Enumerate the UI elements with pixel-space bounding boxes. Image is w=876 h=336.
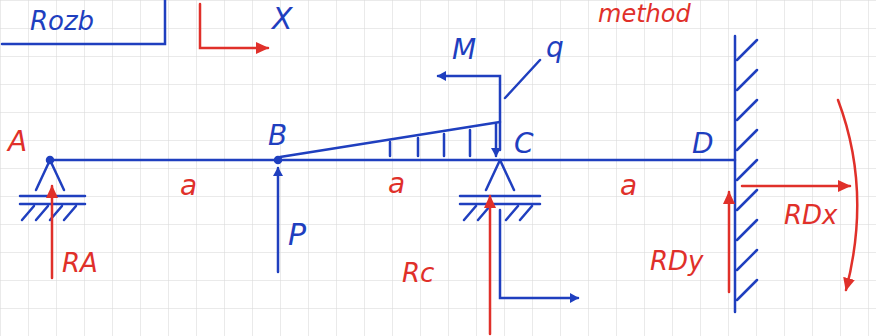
- axis-label: X: [272, 4, 293, 34]
- note-text: method: [598, 2, 691, 26]
- moment-label: M: [452, 36, 476, 64]
- point-label: B: [268, 122, 287, 150]
- title-text: Rozb: [30, 8, 94, 34]
- reaction-label: RDy: [650, 248, 703, 274]
- reaction-label: RDx: [784, 202, 837, 228]
- point-label: A: [8, 128, 27, 156]
- length-label: a: [180, 172, 197, 200]
- force-label: P: [288, 220, 306, 250]
- point-label: D: [692, 130, 714, 158]
- load-label: q: [546, 34, 564, 62]
- length-label: a: [620, 172, 637, 200]
- point-label: C: [514, 130, 534, 158]
- length-label: a: [388, 170, 405, 198]
- reaction-label: Rc: [402, 260, 434, 286]
- reaction-label: RA: [62, 250, 98, 276]
